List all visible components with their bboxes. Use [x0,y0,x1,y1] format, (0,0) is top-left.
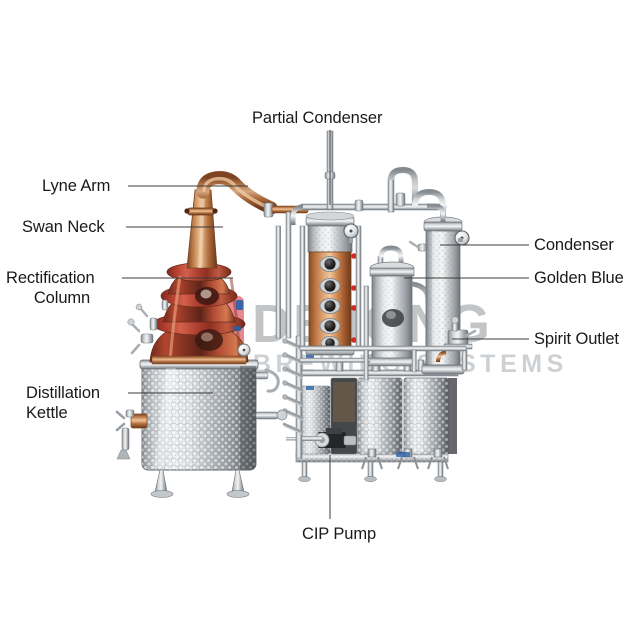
condenser-tower [408,203,470,375]
rectification-column-line1: Rectification [6,269,95,287]
swan-neck-and-lyne-arm [184,170,309,339]
column-valve-handles [351,253,357,343]
lower-tank-bank [286,353,459,470]
kettle-drain-valve [115,409,148,460]
callout-label-condenser: Condenser [534,236,614,254]
callout-label-golden-blue: Golden Blue [534,269,624,287]
partial-condenser-gauge [343,223,359,243]
pot-head-valves [127,299,169,355]
callout-label-distillation-kettle: Distillation Kettle [26,383,122,423]
callout-label-spirit-outlet: Spirit Outlet [534,330,619,348]
distillation-kettle-line1: Distillation [26,384,100,402]
golden-blue-vessel [363,245,431,367]
callout-label-lyne-arm: Lyne Arm [42,177,111,195]
callout-label-rectification-column: Rectification Column [6,268,118,308]
mid-level-piping [299,345,467,457]
distillation-kettle-line2: Kettle [26,404,68,422]
callout-label-swan-neck: Swan Neck [22,218,105,236]
copper-pot-head [127,262,251,365]
callout-leader-lines [122,130,529,519]
condenser-gauge [454,230,470,246]
rectification-column-line2: Column [33,289,91,307]
kettle-legs [150,469,250,498]
distillation-kettle [115,359,288,498]
pump-piping [286,436,322,441]
upper-pipe-gallery [290,130,447,225]
cip-pump-unit [314,428,357,448]
kettle-side-fittings [255,368,288,421]
sight-glass-ports [319,256,341,350]
callout-label-cip-pump: CIP Pump [302,525,377,543]
callout-label-partial-condenser: Partial Condenser [252,109,383,127]
